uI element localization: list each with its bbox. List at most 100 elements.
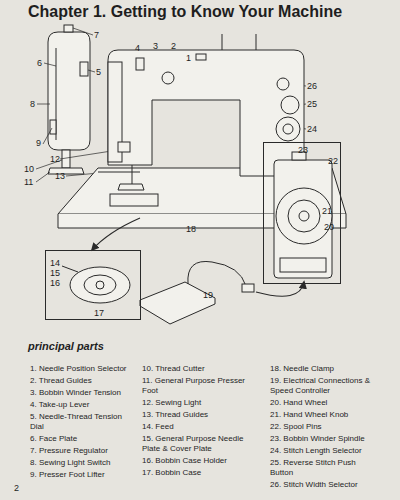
callout-number: 7 — [94, 31, 114, 40]
callout-number: 10 — [24, 165, 44, 174]
parts-list-item: 23. Bobbin Winder Spindle — [270, 434, 380, 444]
hand-wheel-knob — [299, 211, 309, 221]
bobbin-inset — [62, 266, 130, 303]
tension-dial — [162, 72, 174, 84]
needle — [132, 165, 133, 184]
end-view-inset — [48, 25, 90, 174]
leader-lines — [36, 28, 306, 295]
callout-number: 11 — [24, 178, 44, 187]
leader-line — [43, 128, 52, 144]
parts-list-item: 24. Stitch Length Selector — [270, 446, 380, 456]
callout-number: 19 — [203, 291, 223, 300]
sewing-light — [118, 142, 130, 152]
bobbin-case — [84, 275, 116, 295]
reverse-button — [281, 96, 299, 114]
parts-list-item: 26. Stitch Width Selector — [270, 480, 380, 490]
presser-bar — [62, 150, 70, 168]
needle-plate — [110, 194, 158, 206]
callout-number: 20 — [324, 223, 334, 232]
leader-line — [37, 104, 50, 105]
cover-plate-edge — [62, 266, 78, 272]
callout-number: 14 — [50, 259, 60, 268]
hand-wheel-inset — [274, 152, 332, 278]
parts-list-item: 20. Hand Wheel — [270, 398, 380, 408]
thread-guide — [196, 54, 206, 60]
callout-number: 6 — [37, 59, 57, 68]
parts-list-item: 5. Needle-Thread Tension Dial — [30, 412, 134, 432]
end-view-body — [48, 32, 90, 150]
callout-number: 25 — [307, 100, 327, 109]
inset-box: 141516 17 — [45, 250, 141, 320]
callout-number: 2 — [171, 42, 191, 51]
bobbin — [96, 281, 104, 289]
parts-list-item: 22. Spool Pins — [270, 422, 380, 432]
presser-foot — [118, 184, 144, 190]
callout-number: 24 — [307, 125, 327, 134]
connection-socket — [280, 258, 326, 272]
parts-list-item: 11. General Purpose Presser Foot — [142, 376, 252, 396]
page-number: 2 — [14, 484, 34, 493]
callout-number: 26 — [307, 82, 327, 91]
parts-list-item: 19. Electrical Connections & Speed Contr… — [270, 376, 380, 396]
section-heading: principal parts — [28, 341, 168, 352]
parts-list-item: 12. Sewing Light — [142, 398, 252, 408]
spool-pin — [256, 34, 257, 50]
callout-number: 18 — [186, 225, 206, 234]
callout-number: 16 — [50, 279, 60, 288]
callout-number: 12 — [50, 155, 70, 164]
callout-number: 22 — [328, 157, 338, 166]
parts-list-item: 21. Hand Wheel Knob — [270, 410, 380, 420]
machine-arm — [108, 50, 304, 176]
parts-list-item: 4. Take-up Lever — [30, 400, 134, 410]
wheel-hub — [288, 200, 320, 232]
spool-pin — [222, 34, 223, 50]
parts-list-item: 9. Presser Foot Lifter — [30, 470, 134, 480]
dial-center — [283, 124, 293, 134]
take-up-lever — [136, 58, 144, 70]
parts-list-item: 17. Bobbin Case — [142, 468, 252, 478]
callout-number: 1 — [186, 54, 206, 63]
parts-list-item: 10. Thread Cutter — [142, 364, 252, 374]
inset-arrow — [92, 218, 140, 250]
speed-controller — [140, 261, 254, 324]
leader-line — [36, 172, 50, 182]
foot-lifter — [50, 120, 56, 134]
page-title: Chapter 1. Getting to Know Your Machine — [28, 4, 396, 20]
inset-box: 23222120 — [263, 142, 341, 284]
machine-side — [274, 160, 332, 278]
leader-line — [88, 70, 95, 72]
hand-wheel — [276, 188, 332, 244]
parts-list-item: 15. General Purpose Needle Plate & Cover… — [142, 434, 252, 454]
callout-number: 8 — [30, 100, 50, 109]
stitch-width-dial — [277, 78, 289, 90]
bobbin-case-holder — [70, 267, 130, 303]
parts-list-item: 2. Thread Guides — [30, 376, 134, 386]
pedal-side — [140, 298, 215, 324]
callout-number: 4 — [135, 44, 155, 53]
leader-line — [44, 63, 56, 66]
callout-number: 21 — [322, 207, 332, 216]
callout-number: 15 — [50, 269, 60, 278]
stitch-length-dial — [276, 117, 300, 141]
parts-list-item: 13. Thread Guides — [142, 410, 252, 420]
plug — [242, 284, 254, 292]
presser-foot — [48, 168, 84, 174]
parts-list-item: 7. Pressure Regulator — [30, 446, 134, 456]
callout-number: 17 — [94, 309, 104, 318]
leader-line — [73, 28, 93, 35]
callout-number: 5 — [96, 68, 116, 77]
parts-list-item: 18. Needle Clamp — [270, 364, 380, 374]
callout-number: 9 — [36, 139, 56, 148]
parts-list-item: 1. Needle Position Selector — [30, 364, 134, 374]
parts-list-item: 16. Bobbin Case Holder — [142, 456, 252, 466]
callout-number: 3 — [153, 42, 173, 51]
callout-number: 13 — [55, 172, 75, 181]
pressure-regulator — [64, 25, 73, 32]
parts-list-item: 14. Feed — [142, 422, 252, 432]
parts-list-item: 6. Face Plate — [30, 434, 134, 444]
callout-arrows — [92, 218, 304, 296]
parts-list-item: 8. Sewing Light Switch — [30, 458, 134, 468]
pedal-cord — [188, 261, 246, 286]
parts-list-item: 3. Bobbin Winder Tension — [30, 388, 134, 398]
